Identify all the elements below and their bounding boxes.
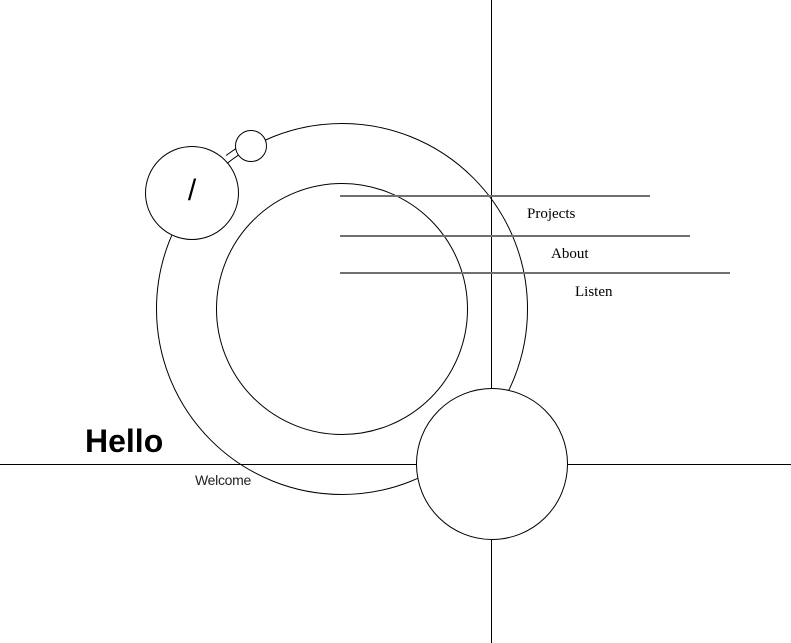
- satellite-dot[interactable]: [235, 130, 267, 162]
- hero-subtitle: Welcome: [195, 472, 251, 488]
- hero-title: Hello: [85, 423, 164, 459]
- menu-toggle-button[interactable]: /: [145, 146, 239, 240]
- slash-icon: /: [187, 174, 197, 207]
- center-node-circle[interactable]: [416, 388, 568, 540]
- nav-item-projects[interactable]: Projects: [527, 206, 576, 222]
- nav-item-about[interactable]: About: [551, 246, 589, 262]
- menu-rule-listen: [340, 272, 730, 274]
- outer-orbit-ring: [156, 123, 528, 495]
- inner-orbit-ring: [216, 183, 468, 435]
- menu-rule-projects: [340, 195, 650, 197]
- menu-rule-about: [340, 235, 690, 237]
- nav-item-listen[interactable]: Listen: [575, 284, 613, 300]
